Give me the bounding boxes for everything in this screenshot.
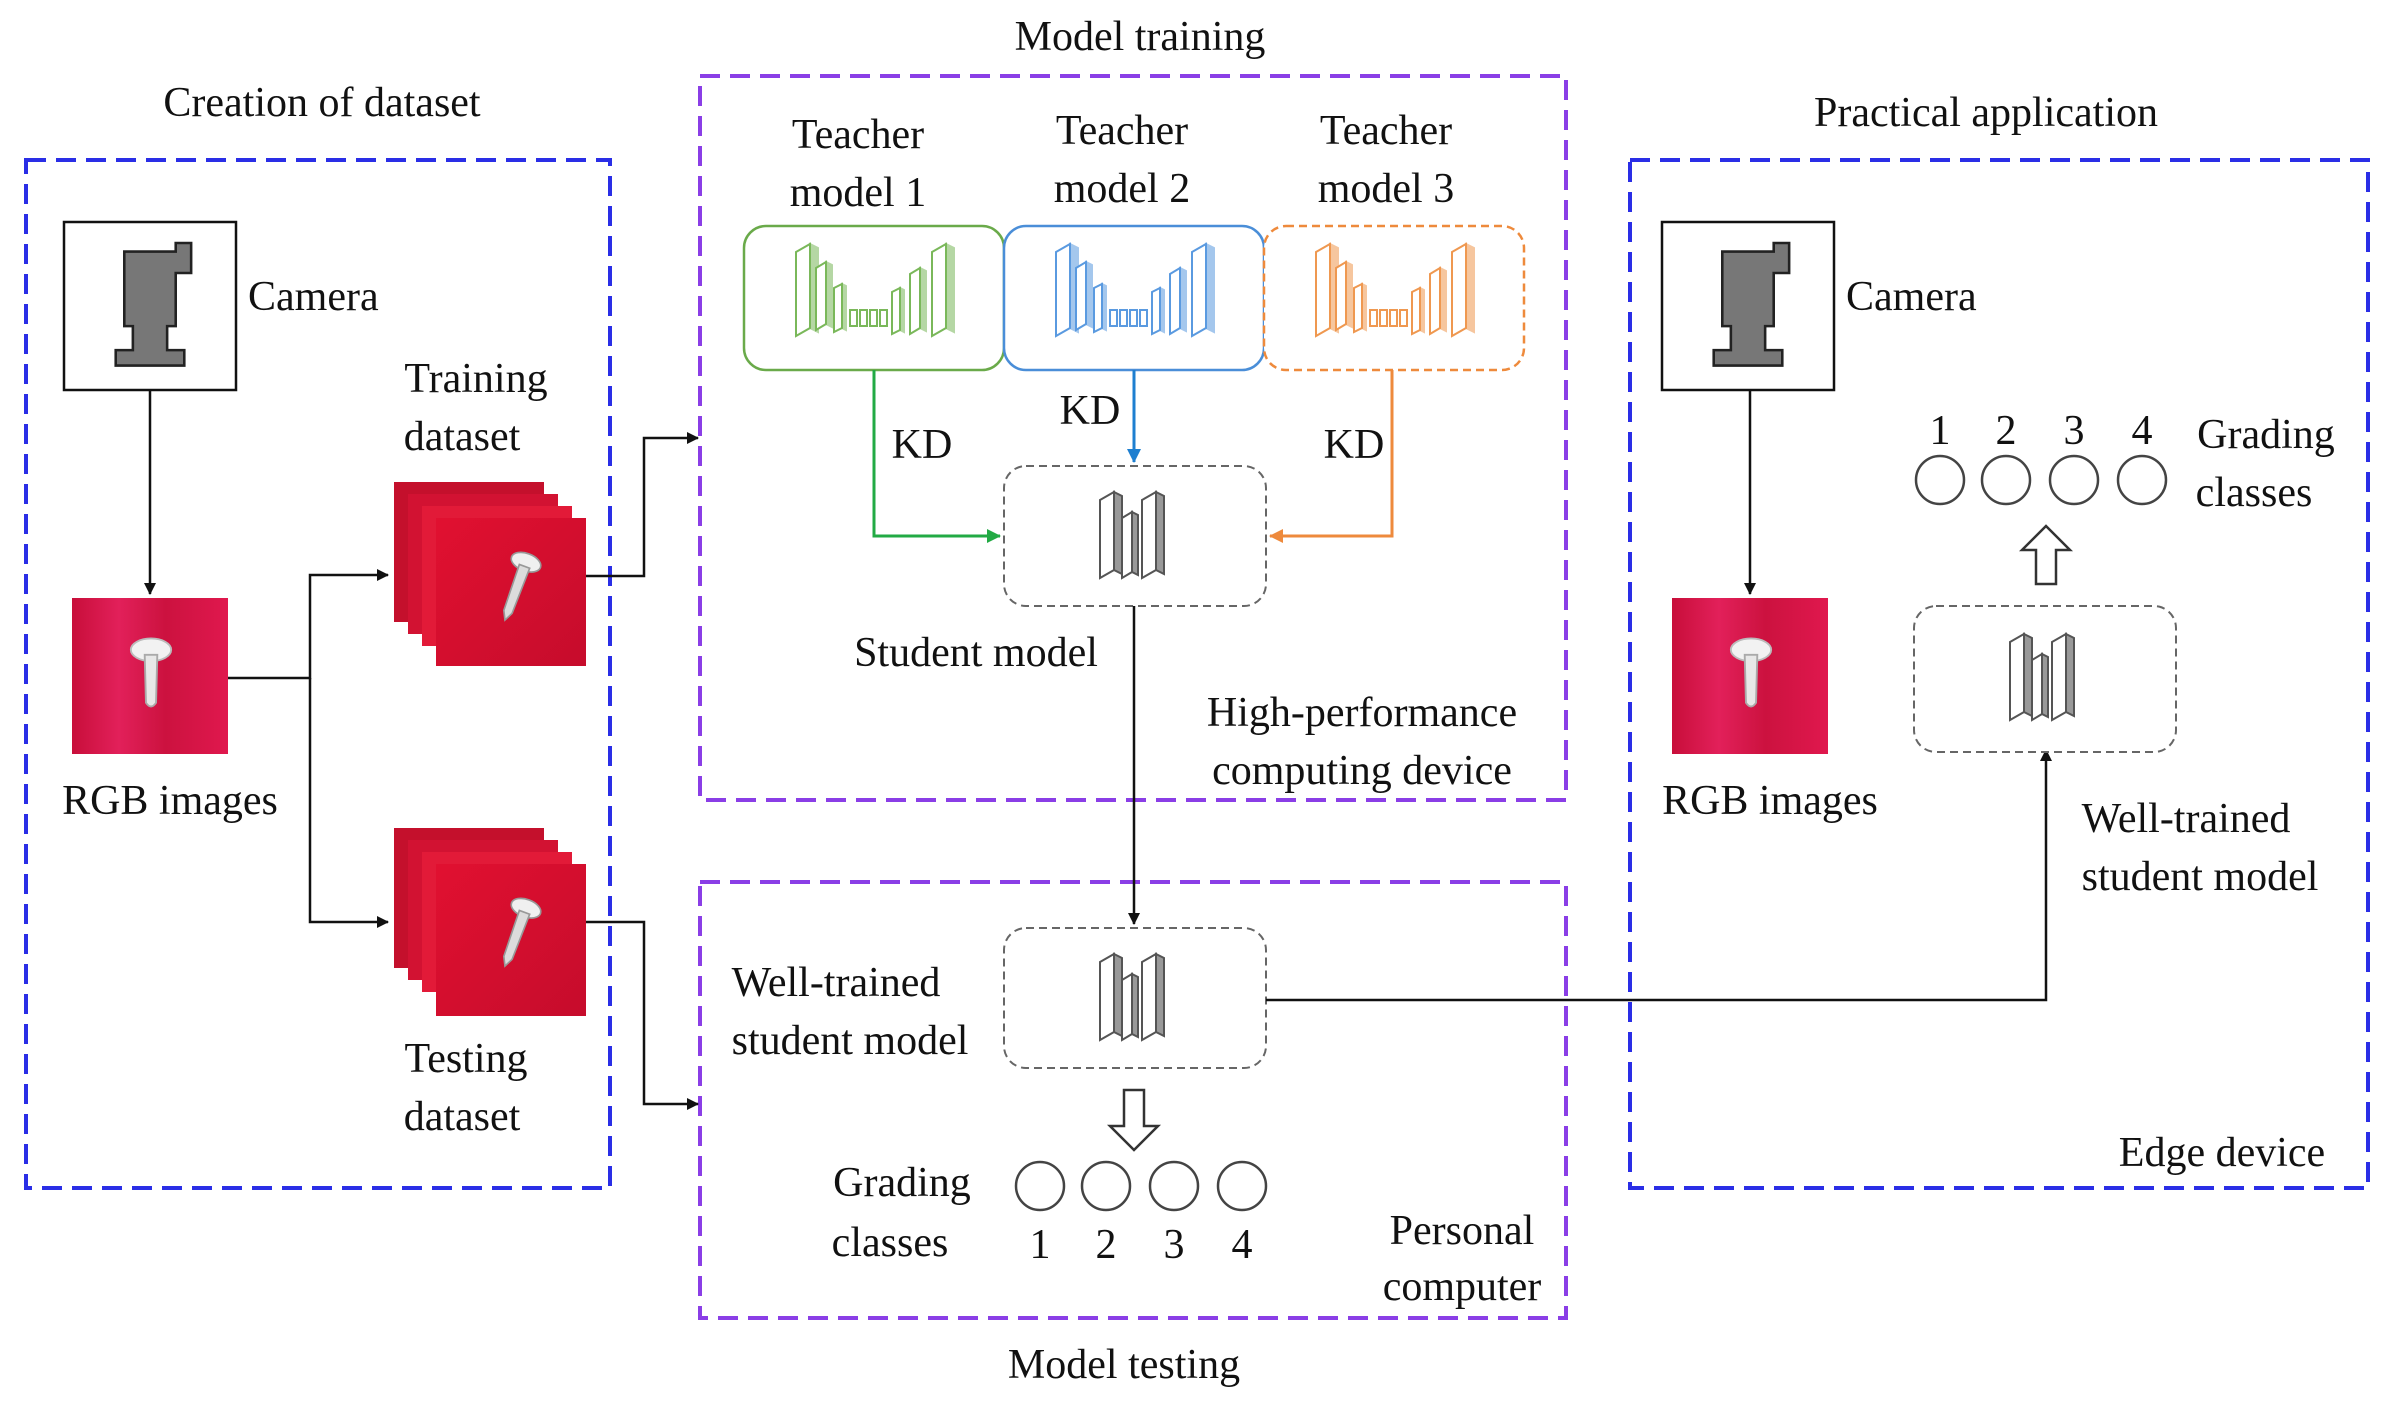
edge-class-3: 3 [2064, 408, 2085, 454]
teacher3-label-2: model 3 [1318, 166, 1454, 212]
teacher3-label-1: Teacher [1320, 108, 1452, 154]
grade-circle [1148, 1160, 1200, 1212]
teacher-model-2 [1002, 224, 1266, 372]
well-trained-student-testing [1003, 927, 1267, 1069]
creation-title: Creation of dataset [163, 80, 481, 126]
training-dataset-stack [394, 482, 586, 666]
well-trained-student-edge [1913, 605, 2177, 753]
arrow-testing-to-model [586, 920, 699, 1110]
kd-arrow-teacher1 [872, 370, 1001, 543]
kd-label-3: KD [1324, 422, 1385, 468]
edge-grade-circles [1914, 454, 2168, 506]
grade-circle [1980, 454, 2032, 506]
training-device-label-2: computing device [1212, 748, 1512, 794]
testing-dataset-label-1: Testing [404, 1036, 527, 1082]
edge-grading-label-2: classes [2196, 470, 2313, 516]
teacher2-label-2: model 2 [1054, 166, 1190, 212]
edge-device-label: Edge device [2119, 1130, 2325, 1176]
testing-grading-label-2: classes [832, 1220, 949, 1266]
training-title: Model training [1015, 14, 1266, 60]
hollow-down-arrow-icon [1106, 1088, 1162, 1152]
camera-left [62, 220, 238, 392]
edge-grading-label-1: Grading [2197, 412, 2335, 458]
rgb-right-label: RGB images [1662, 778, 1878, 824]
testing-dataset-label-2: dataset [404, 1094, 521, 1140]
rgb-image-left [72, 598, 228, 754]
training-device-label-1: High-performance [1207, 690, 1517, 736]
testing-class-4: 4 [1232, 1222, 1253, 1268]
edge-class-4: 4 [2132, 408, 2153, 454]
rgb-image-right [1672, 598, 1828, 754]
teacher1-label-2: model 1 [790, 170, 926, 216]
arrow-training-to-model [586, 432, 699, 578]
testing-student-label-1: Well-trained [732, 960, 941, 1006]
grade-circle [1216, 1160, 1268, 1212]
edge-class-1: 1 [1930, 408, 1951, 454]
testing-dataset-stack [394, 828, 586, 1016]
grade-circle [1014, 1160, 1066, 1212]
testing-device-label-1: Personal [1390, 1208, 1535, 1254]
arrow-rgb-to-training [228, 569, 389, 680]
application-title: Practical application [1814, 90, 2158, 136]
teacher2-label-1: Teacher [1056, 108, 1188, 154]
grade-circle [1914, 454, 1966, 506]
arrow-testing-to-edge [1266, 749, 2052, 1002]
teacher-model-1 [742, 224, 1006, 372]
testing-title: Model testing [1008, 1342, 1240, 1388]
edge-student-label-2: student model [2082, 854, 2319, 900]
testing-student-label-2: student model [732, 1018, 969, 1064]
testing-class-2: 2 [1096, 1222, 1117, 1268]
grade-circle [1080, 1160, 1132, 1212]
testing-grading-label-1: Grading [833, 1160, 971, 1206]
student-model [1003, 465, 1267, 607]
training-dataset-label-1: Training [404, 356, 547, 402]
edge-student-label-1: Well-trained [2082, 796, 2291, 842]
teacher1-label-1: Teacher [792, 112, 924, 158]
kd-label-2: KD [1060, 388, 1121, 434]
kd-label-1: KD [892, 422, 953, 468]
testing-class-1: 1 [1030, 1222, 1051, 1268]
teacher-model-3 [1262, 224, 1526, 372]
hollow-up-arrow-icon [2018, 524, 2074, 586]
edge-class-2: 2 [1996, 408, 2017, 454]
creation-section [24, 158, 612, 1190]
testing-device-label-2: computer [1383, 1264, 1542, 1310]
testing-class-3: 3 [1164, 1222, 1185, 1268]
camera-left-label: Camera [248, 274, 379, 320]
student-model-label: Student model [854, 630, 1098, 676]
arrow-rgb-to-testing [308, 678, 389, 928]
application-section [1628, 158, 2370, 1190]
training-dataset-label-2: dataset [404, 414, 521, 460]
testing-grade-circles [1014, 1160, 1268, 1212]
rgb-left-label: RGB images [62, 778, 278, 824]
grade-circle [2116, 454, 2168, 506]
grade-circle [2048, 454, 2100, 506]
camera-right [1660, 220, 1836, 392]
camera-right-label: Camera [1846, 274, 1977, 320]
kd-arrow-teacher3 [1269, 370, 1394, 543]
